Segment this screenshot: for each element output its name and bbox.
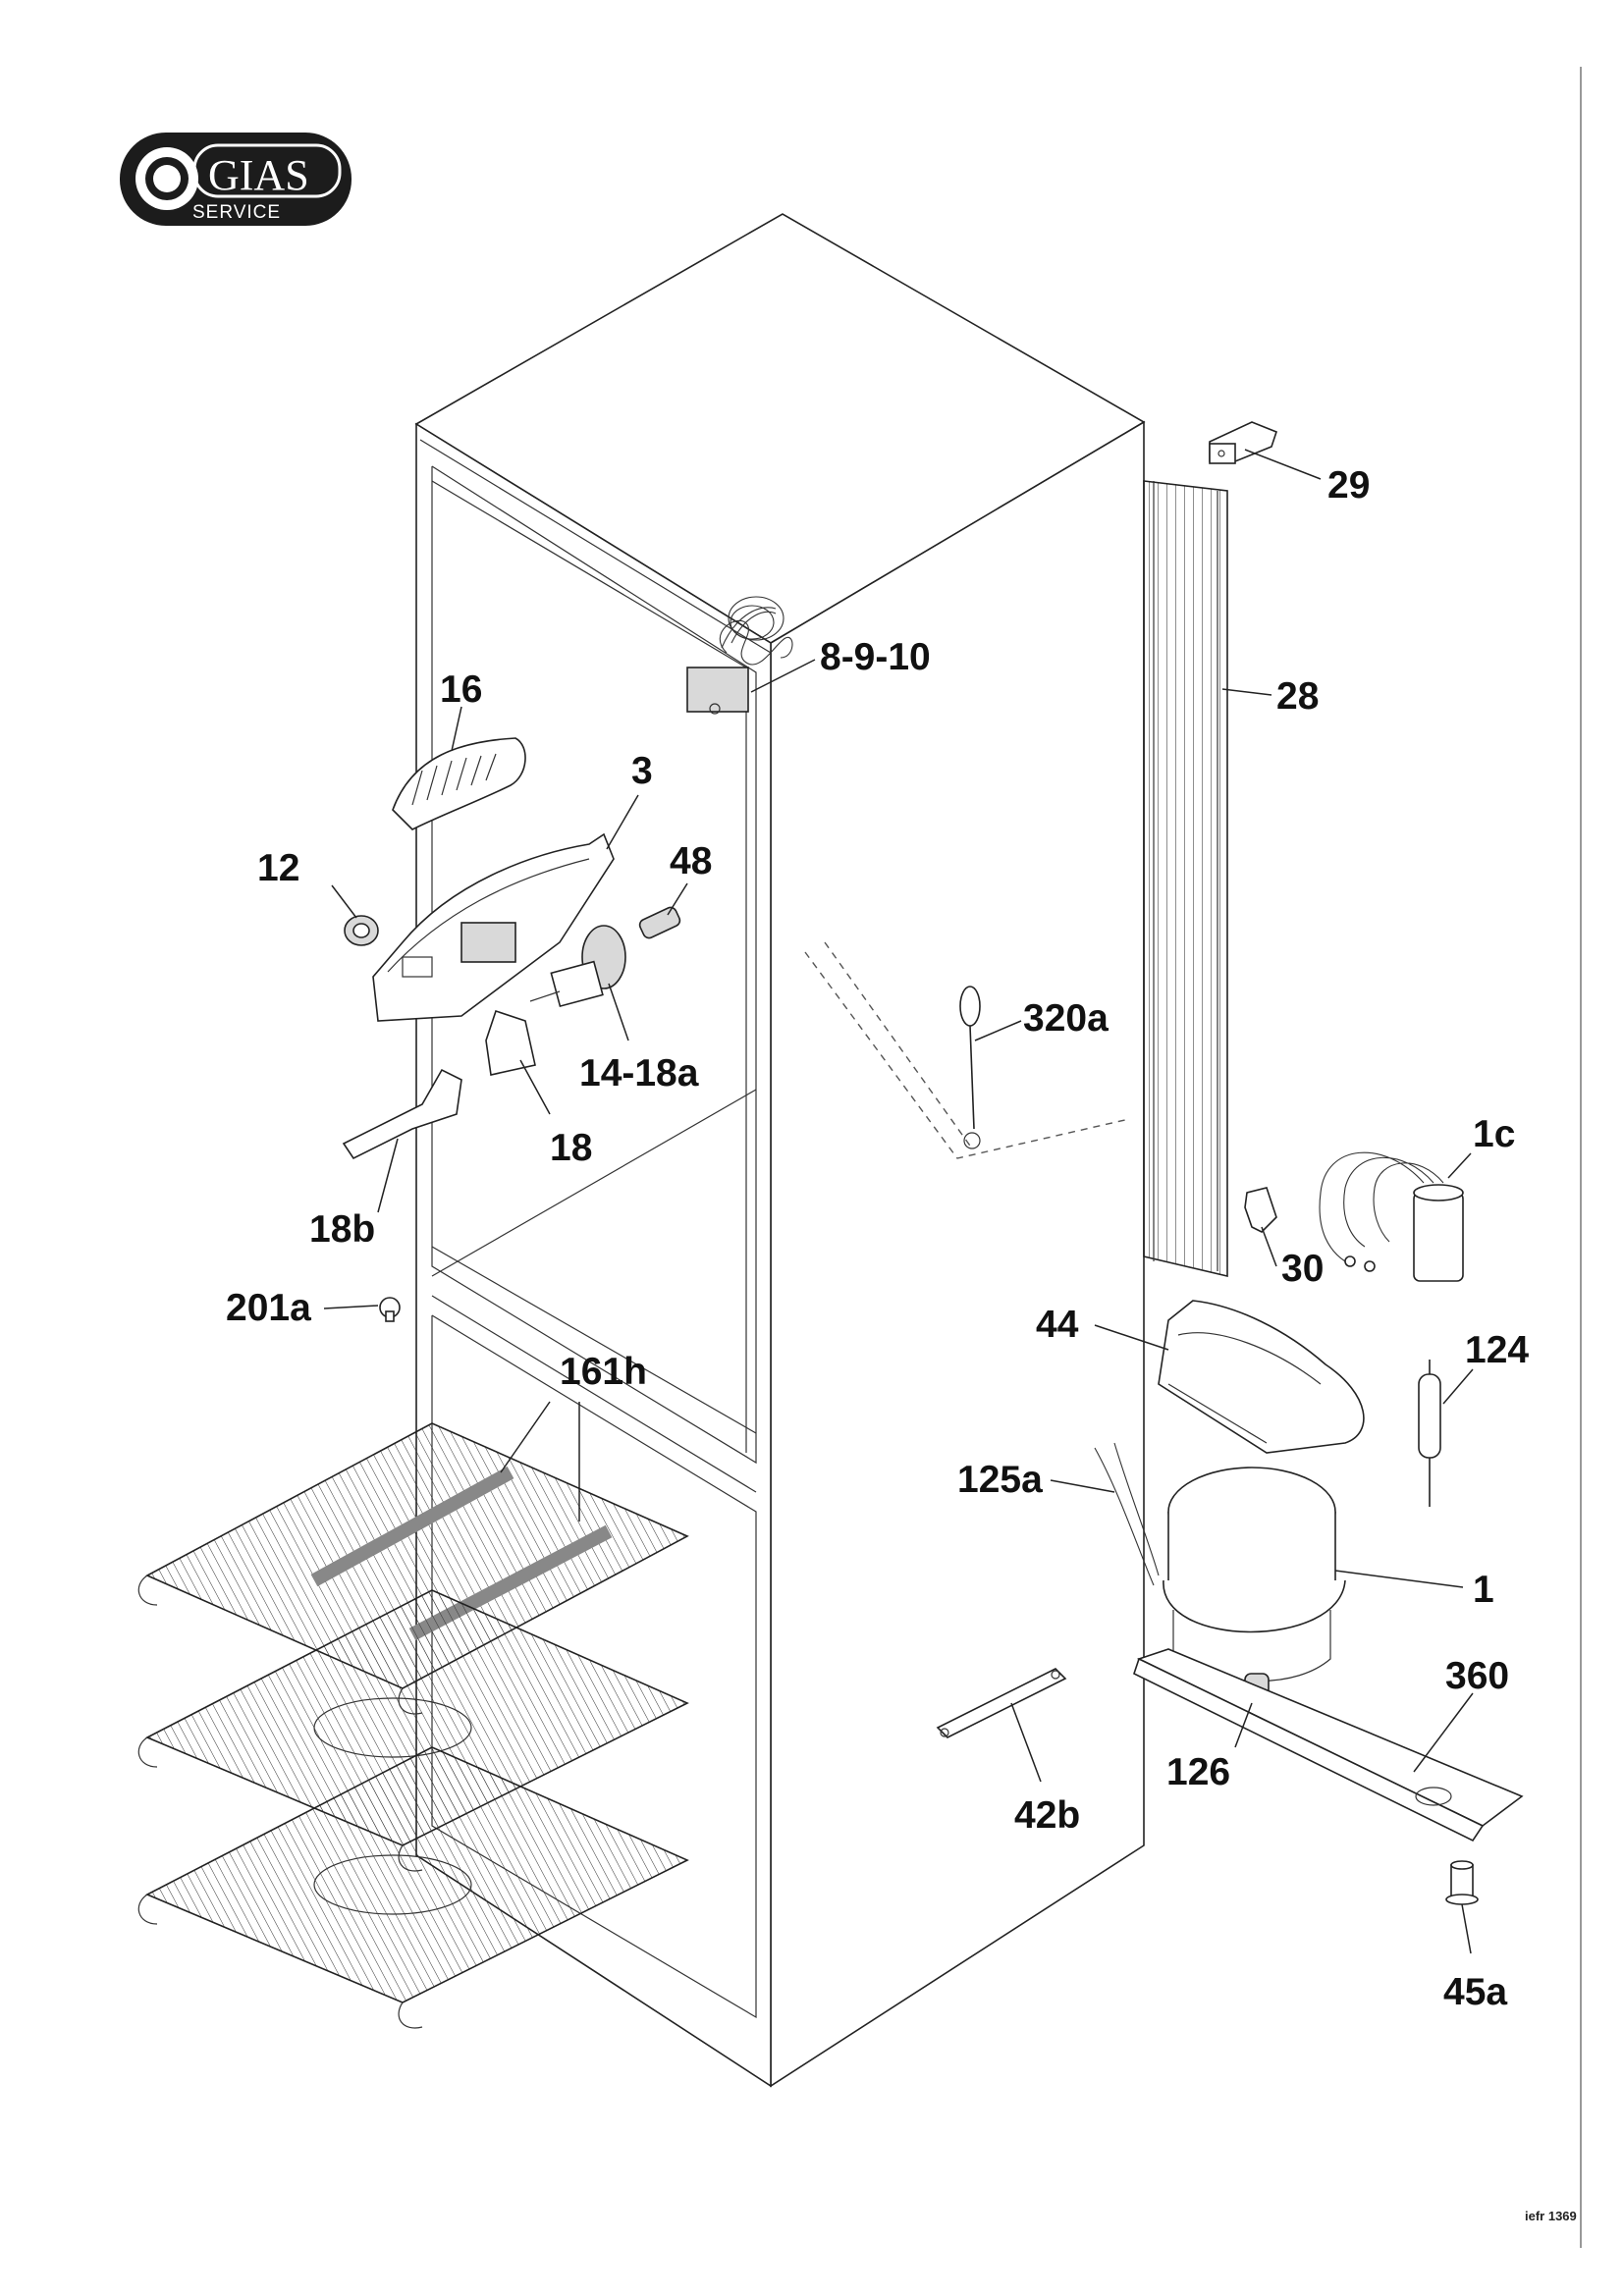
callout-18b: 18b — [309, 1208, 375, 1251]
condenser-coil — [1143, 480, 1228, 1278]
part-14-18a-knob — [529, 925, 626, 1008]
callout-8-9-10: 8-9-10 — [820, 636, 931, 678]
callout-360: 360 — [1445, 1655, 1509, 1697]
part-42b-bracket — [936, 1668, 1067, 1738]
part-30-clip — [1244, 1187, 1277, 1233]
callout-124: 124 — [1465, 1329, 1529, 1371]
part-16-cover — [392, 737, 526, 830]
part-124-filter-drier — [1418, 1360, 1441, 1507]
part-44-drip-tray — [1158, 1300, 1365, 1454]
part-1-compressor — [1094, 1442, 1346, 1682]
callout-12: 12 — [257, 847, 299, 889]
callout-16: 16 — [440, 668, 482, 711]
part-3-lamp-housing — [372, 832, 615, 1022]
callout-29: 29 — [1327, 464, 1370, 507]
callout-14-18a: 14-18a — [579, 1052, 699, 1095]
callout-3: 3 — [631, 750, 653, 792]
callout-125a: 125a — [957, 1459, 1043, 1501]
part-48-bulb — [638, 906, 681, 939]
gias-service-logo: GIAS SERVICE — [120, 133, 352, 226]
callout-28: 28 — [1276, 675, 1319, 718]
part-320a-pin — [959, 986, 981, 1130]
callout-30: 30 — [1281, 1248, 1324, 1290]
part-18b-handle — [342, 1068, 462, 1160]
callout-48: 48 — [670, 840, 712, 882]
part-45a-foot — [1445, 1860, 1479, 1905]
logo-sub-text: SERVICE — [192, 202, 281, 223]
logo-brand-text: GIAS — [208, 151, 309, 199]
part-18-lever — [485, 1009, 536, 1076]
thermostat-8-9-10 — [686, 596, 793, 715]
callout-1c: 1c — [1473, 1113, 1515, 1155]
callout-42b: 42b — [1014, 1794, 1080, 1837]
callout-45a: 45a — [1443, 1971, 1507, 2013]
callout-126: 126 — [1166, 1751, 1230, 1793]
part-201a-screw — [379, 1297, 401, 1322]
drawing-reference: iefr 1369 — [1525, 2209, 1577, 2223]
part-360-base-rail — [1133, 1648, 1524, 1842]
callout-161h: 161h — [560, 1351, 647, 1393]
callout-44: 44 — [1036, 1304, 1079, 1346]
callout-320a: 320a — [1023, 997, 1109, 1040]
part-1c-capacitor — [1319, 1151, 1464, 1282]
callout-1: 1 — [1473, 1569, 1494, 1611]
leader-lines — [323, 449, 1474, 1954]
callout-201a: 201a — [226, 1287, 311, 1329]
callout-labels: 29 8-9-10 28 16 3 12 48 320a 14-18a 18 1… — [226, 464, 1529, 2013]
part-12-bulb — [344, 915, 379, 946]
evaporator-shelves — [137, 1422, 689, 2029]
callout-18: 18 — [550, 1127, 592, 1169]
bracket-29 — [1209, 421, 1277, 464]
